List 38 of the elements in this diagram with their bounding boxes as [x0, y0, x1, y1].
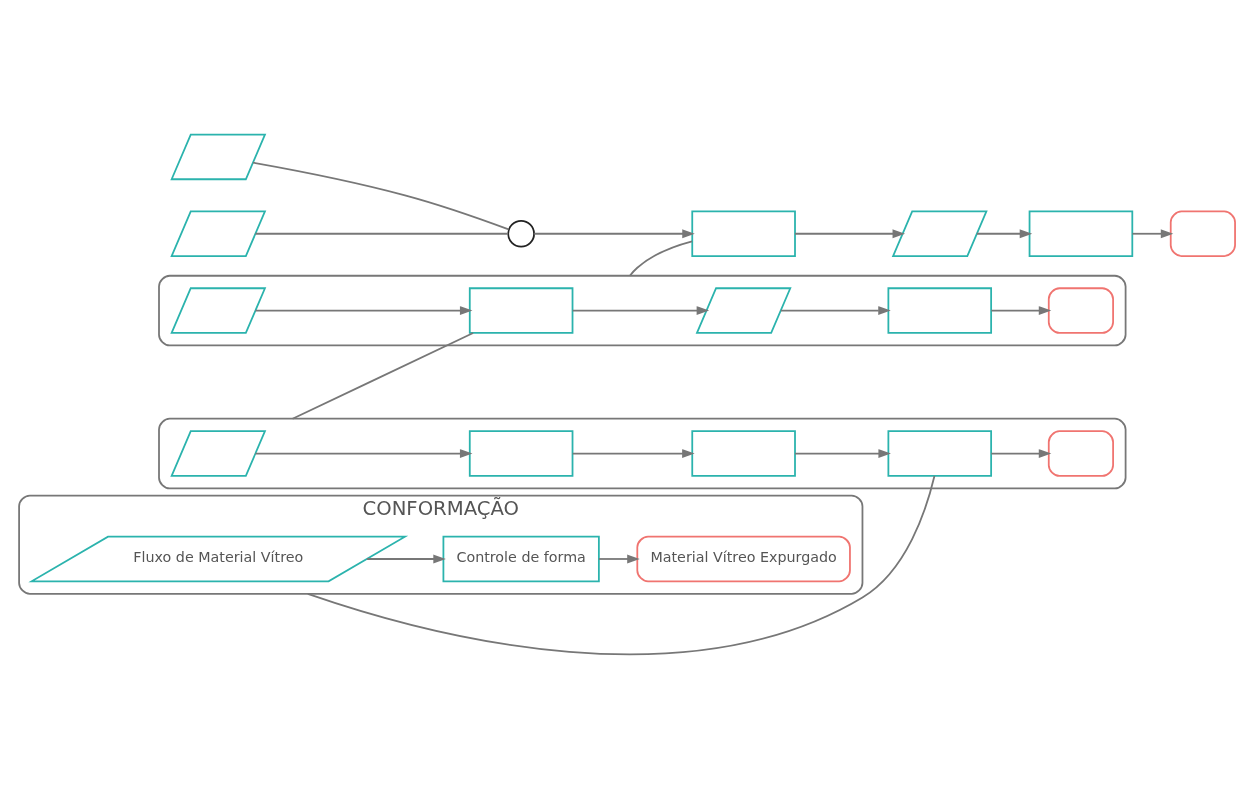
connector	[254, 232, 510, 235]
arrow	[254, 449, 473, 458]
node-box	[468, 430, 574, 477]
cluster	[158, 417, 1127, 490]
node-box	[887, 287, 993, 334]
node-box	[468, 287, 574, 334]
node-oval	[1047, 430, 1114, 477]
node-parallelogram	[170, 133, 267, 181]
node-box	[887, 430, 993, 477]
connector	[291, 332, 474, 420]
node-parallelogram	[170, 210, 267, 257]
arrow	[990, 306, 1052, 315]
arrow	[598, 554, 640, 564]
connector	[306, 475, 936, 656]
node-parallelogram	[170, 287, 267, 334]
arrow	[779, 306, 891, 315]
arrow	[366, 554, 446, 564]
arrow	[533, 229, 695, 239]
arrow	[571, 306, 710, 315]
node-circle	[507, 219, 535, 248]
node-oval	[1169, 210, 1236, 257]
node-box	[691, 210, 796, 257]
node-box	[1028, 210, 1134, 257]
arrow	[976, 229, 1033, 239]
arrow	[254, 306, 473, 315]
node-box	[691, 430, 796, 477]
arrow	[990, 449, 1052, 458]
node-oval	[1047, 287, 1114, 334]
arrow	[1131, 229, 1174, 239]
arrow	[794, 449, 891, 458]
node-parallelogram	[170, 430, 267, 477]
arrow	[571, 449, 695, 458]
connector	[629, 240, 693, 277]
node-box: Controle de forma	[442, 535, 600, 583]
arrow	[794, 229, 906, 239]
cluster	[158, 274, 1127, 347]
node-box: Material Vítreo Expurgado	[636, 535, 851, 583]
connector	[252, 161, 510, 231]
